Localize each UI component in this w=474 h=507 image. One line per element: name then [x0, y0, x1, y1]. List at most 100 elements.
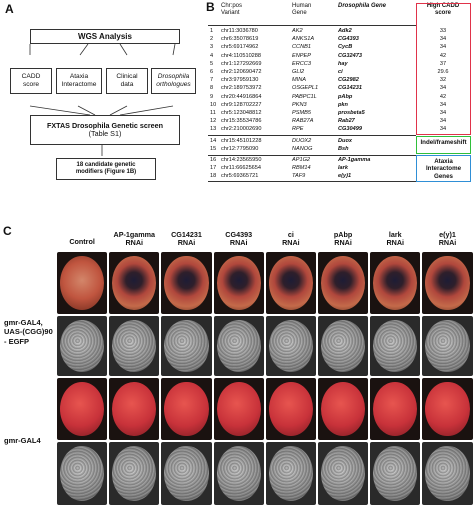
ataxia-interactome-highlight: Ataxia Interactome Genes — [416, 155, 471, 182]
variant-cell: chr12:7795090 — [221, 145, 259, 152]
header-cadd-score: High CADD score — [426, 3, 460, 16]
drosophila-gene-cell: prosbeta5 — [338, 110, 365, 116]
variant-cell: chr6:35078619 — [221, 36, 259, 43]
cadd-score-label: CADD score — [21, 73, 41, 88]
human-gene-cell: ANKS1A — [292, 36, 315, 43]
drosophila-gene-cell: Rab27 — [338, 118, 355, 125]
human-gene-cell: RPE — [292, 126, 304, 133]
row-number: 12 — [210, 118, 217, 125]
column-header: e(y)1 RNAi — [438, 230, 457, 247]
human-gene-cell: MINA — [292, 77, 306, 84]
clinical-data-box: Clinical data — [106, 68, 148, 94]
variant-cell: chr1:127292669 — [221, 60, 262, 67]
row-number: 18 — [210, 173, 217, 180]
human-gene-cell: RAB27A — [292, 118, 314, 125]
row-number: 7 — [210, 77, 214, 84]
header-human-gene: Human Gene — [292, 3, 312, 16]
drosophila-gene-cell: Duox — [338, 137, 352, 144]
candidates-label: 18 candidate genetic modifiers (Figure 1… — [75, 162, 137, 175]
cadd-score-cell: 34 — [439, 126, 447, 133]
column-header: lark RNAi — [386, 230, 405, 247]
column-header: pAbp RNAi — [333, 230, 353, 247]
variant-cell: chr15:45101228 — [221, 137, 262, 144]
variant-cell: chr11:66625654 — [221, 165, 262, 172]
column-header: ci RNAi — [282, 230, 300, 247]
fly-eye-sem-image — [57, 316, 108, 376]
fly-eye-photo — [109, 378, 160, 440]
variant-cell: chr5:69174962 — [221, 44, 259, 51]
fly-eye-photo — [422, 378, 473, 440]
cadd-score-cell: 34 — [439, 36, 447, 43]
genetic-screen-subtitle: (Table S1) — [88, 129, 122, 138]
drosophila-gene-cell: CG2982 — [338, 77, 359, 84]
cadd-score-cell: 42 — [439, 52, 447, 59]
drosophila-gene-cell: CycB — [338, 44, 353, 51]
drosophila-gene-cell: AP-1gamma — [338, 157, 371, 163]
table-rule — [208, 135, 416, 137]
column-header: AP-1gamma RNAi — [113, 230, 156, 247]
fly-eye-sem-image — [213, 442, 264, 505]
table-rule — [208, 180, 416, 182]
panel-label-a: A — [5, 2, 14, 16]
fly-eye-sem-image — [109, 316, 160, 376]
human-gene-cell: CCNB1 — [292, 44, 311, 51]
column-header: Control — [69, 237, 95, 246]
variant-cell: chr4:110510288 — [221, 52, 262, 59]
variant-cell: chr14:23565950 — [221, 157, 262, 163]
human-gene-cell: PKN3 — [292, 101, 307, 108]
variant-cell: chr11:3036780 — [221, 28, 258, 34]
genetic-screen-title: FXTAS Drosophila Genetic screen — [46, 120, 164, 130]
fly-eye-sem-image — [422, 442, 473, 505]
drosophila-orthologues-box: Drosophila orthologues — [151, 68, 196, 94]
variant-cell: chr2:210002690 — [221, 126, 262, 133]
clinical-data-label: Clinical data — [116, 73, 138, 88]
fly-eye-sem-image — [422, 316, 473, 376]
drosophila-gene-cell: CG30499 — [338, 126, 362, 133]
fly-eye-photo — [370, 252, 421, 314]
indel-frameshift-box: Indel/frameshift — [416, 135, 471, 154]
drosophila-gene-cell: Bsh — [338, 145, 349, 152]
fly-eye-sem-image — [161, 316, 212, 376]
drosophila-gene-cell: hay — [338, 60, 348, 67]
panel-label-b: B — [206, 0, 215, 14]
human-gene-cell: ERCC3 — [292, 60, 311, 67]
cadd-score-cell: 34 — [439, 101, 447, 108]
drosophila-gene-cell: e(y)1 — [338, 173, 352, 180]
genetic-screen-box: FXTAS Drosophila Genetic screen (Table S… — [30, 115, 180, 145]
cadd-score-cell: 34 — [439, 110, 447, 116]
indel-frameshift-box-label: Indel/frameshift — [420, 138, 467, 146]
row-number: 2 — [210, 36, 214, 43]
fly-eye-photo — [422, 252, 473, 314]
row-label-gmr: gmr-GAL4 — [4, 436, 41, 445]
fly-eye-photo — [57, 252, 108, 314]
ataxia-interactome-label: Ataxia Interactome — [61, 73, 97, 88]
fly-eye-photo — [161, 252, 212, 314]
fly-eye-sem-image — [318, 442, 369, 505]
variant-cell: chr20:44916864 — [221, 93, 262, 100]
drosophila-gene-cell: pAbp — [338, 93, 353, 100]
cadd-score-cell: 33 — [439, 28, 447, 34]
cadd-score-cell: 34 — [439, 85, 447, 92]
fly-eye-sem-image — [109, 442, 160, 505]
drosophila-orthologues-label: Drosophila orthologues — [156, 73, 191, 88]
row-number: 6 — [210, 69, 214, 75]
candidates-box: 18 candidate genetic modifiers (Figure 1… — [56, 158, 156, 180]
header-variant: Chr:pos Variant — [221, 3, 243, 16]
fly-eye-sem-image — [370, 442, 421, 505]
drosophila-gene-cell: pkn — [338, 101, 348, 108]
cadd-score-cell: 42 — [439, 93, 447, 100]
row-number: 8 — [210, 85, 214, 92]
column-header: CG14231 RNAi — [171, 230, 202, 247]
row-number: 13 — [210, 126, 217, 133]
wgs-analysis-label: WGS Analysis — [78, 31, 132, 41]
drosophila-gene-cell: lark — [338, 165, 348, 172]
variant-cell: chr2:189753972 — [221, 85, 262, 92]
